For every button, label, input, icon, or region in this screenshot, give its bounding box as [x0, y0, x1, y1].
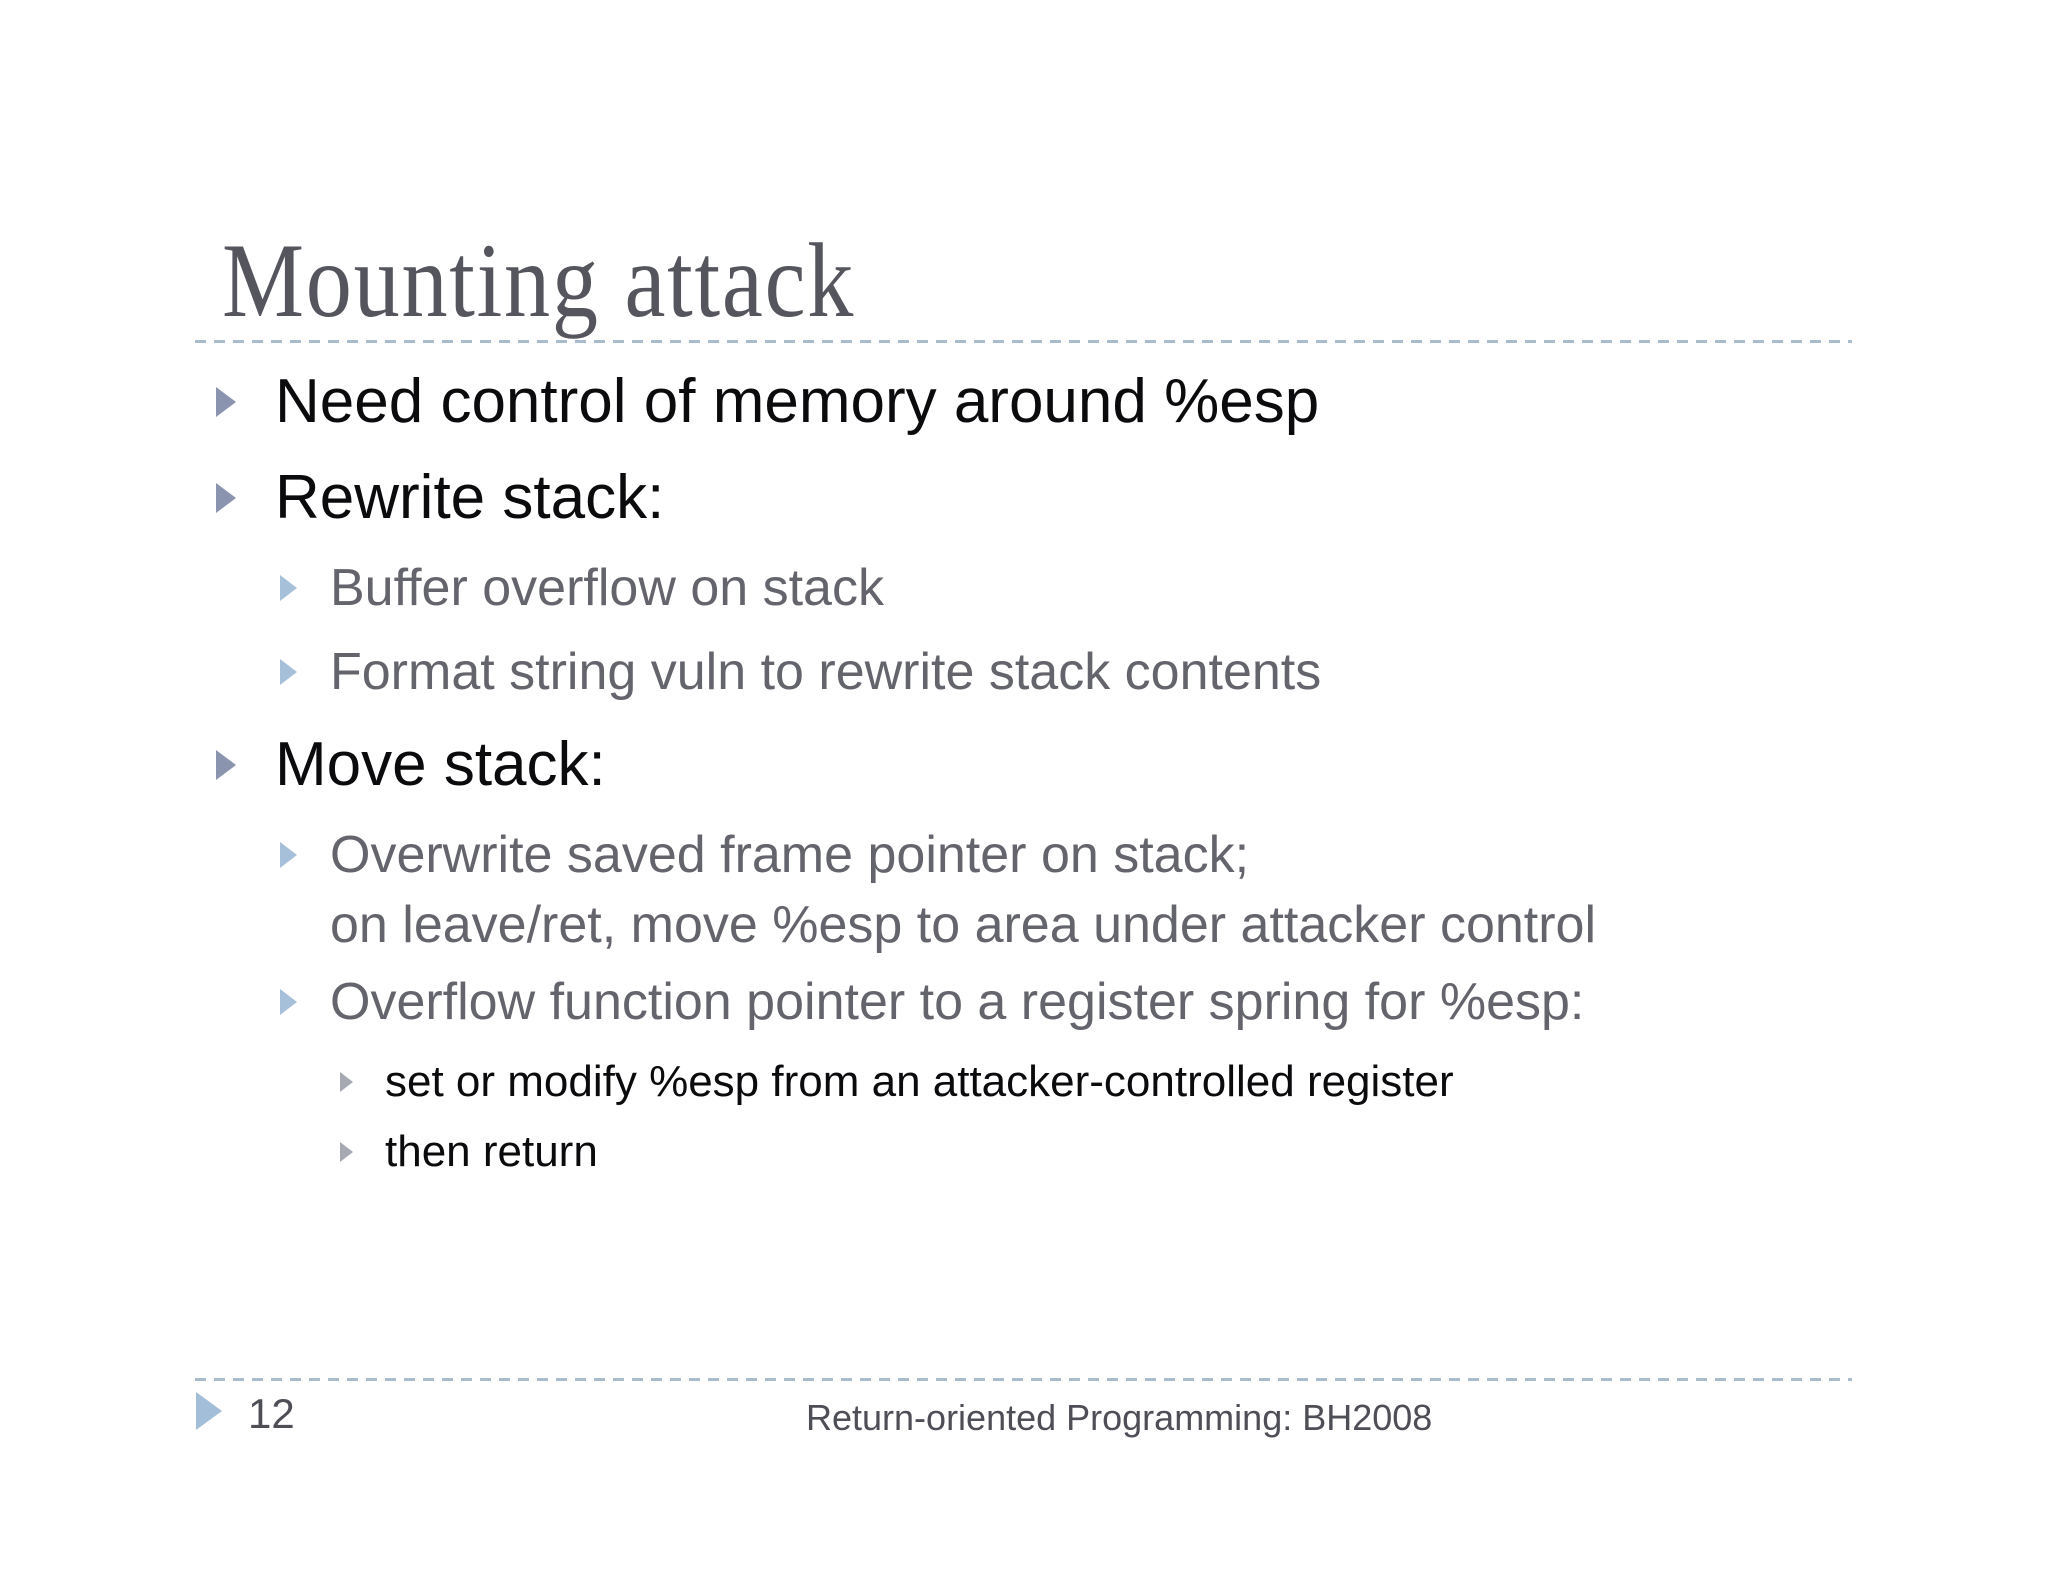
bullet-text: then return — [385, 1127, 598, 1176]
title-divider — [195, 340, 1852, 343]
bullet-text: set or modify %esp from an attacker-cont… — [385, 1057, 1454, 1106]
bullet-text: Overflow function pointer to a register … — [330, 973, 1585, 1031]
bullet-text: Buffer overflow on stack — [330, 559, 884, 617]
bullet-text: Need control of memory around %esp — [275, 367, 1320, 436]
bullet-text: Move stack: — [275, 730, 606, 799]
slide-title: Mounting attack — [222, 222, 856, 339]
bullet-triangle-icon — [280, 659, 297, 685]
bullet-triangle-icon — [340, 1142, 353, 1162]
bullet-text: Rewrite stack: — [275, 463, 665, 532]
bullet-level2: Buffer overflow on stack — [280, 556, 884, 620]
bullet-triangle-icon — [216, 483, 236, 513]
bullet-triangle-icon — [216, 750, 236, 780]
bullet-level3: set or modify %esp from an attacker-cont… — [340, 1054, 1454, 1110]
bullet-triangle-icon — [216, 387, 236, 417]
bullet-level1: Rewrite stack: — [216, 460, 664, 536]
footer-triangle-icon — [196, 1392, 222, 1430]
bullet-triangle-icon — [280, 842, 297, 868]
bullet-triangle-icon — [340, 1072, 353, 1092]
bullet-triangle-icon — [280, 989, 297, 1015]
bullet-level1: Move stack: — [216, 727, 606, 803]
bullet-level2: Format string vuln to rewrite stack cont… — [280, 640, 1321, 704]
bullet-triangle-icon — [280, 575, 297, 601]
footer-divider — [195, 1378, 1852, 1381]
bullet-level3: then return — [340, 1124, 598, 1180]
bullet-level2: Overwrite saved frame pointer on stack; … — [280, 820, 1700, 960]
bullet-text-line2: on leave/ret, move %esp to area under at… — [330, 896, 1597, 954]
footer-title: Return-oriented Programming: BH2008 — [806, 1397, 1433, 1438]
bullet-level1: Need control of memory around %esp — [216, 364, 1319, 440]
bullet-text-line1: Overwrite saved frame pointer on stack; — [330, 826, 1250, 884]
page-number: 12 — [248, 1390, 295, 1437]
bullet-text: Format string vuln to rewrite stack cont… — [330, 643, 1322, 701]
bullet-text: Overwrite saved frame pointer on stack; … — [330, 820, 1596, 960]
bullet-level2: Overflow function pointer to a register … — [280, 970, 1584, 1034]
